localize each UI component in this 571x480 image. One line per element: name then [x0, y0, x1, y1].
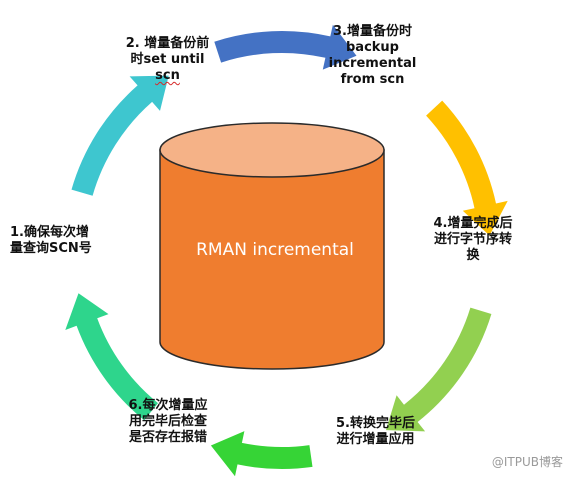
arrow-6-to-1 — [65, 293, 158, 421]
cylinder-top — [159, 122, 385, 178]
step-5-label: 5.转换完毕后 进行增量应用 — [318, 416, 433, 448]
step-4-line-3: 换 — [466, 248, 480, 263]
step-6-line-3: 是否存在报错 — [128, 430, 207, 445]
step-3-label: 3.增量备份时 backup incremental from scn — [320, 24, 425, 88]
step-2-line-2: 时set until — [130, 52, 205, 67]
step-2-label: 2. 增量备份前 时set until scn — [115, 36, 220, 84]
cylinder-label: RMAN incremental — [196, 240, 354, 260]
arrow-3-to-4 — [426, 100, 508, 236]
arrow-2-to-3 — [214, 24, 357, 70]
step-5-line-1: 5.转换完毕后 — [336, 416, 415, 431]
step-4-label: 4.增量完成后 进行字节序转 换 — [418, 216, 528, 264]
step-6-line-2: 用完毕后检查 — [128, 414, 207, 429]
step-4-line-2: 进行字节序转 — [433, 232, 512, 247]
step-1-line-2: 量查询SCN号 — [10, 241, 92, 256]
step-6-label: 6.每次增量应 用完毕后检查 是否存在报错 — [108, 398, 228, 446]
cylinder-body — [159, 149, 385, 370]
step-1-line-1: 1.确保每次增 — [10, 225, 89, 240]
watermark: @ITPUB博客 — [491, 455, 563, 469]
step-1-label: 1.确保每次增 量查询SCN号 — [10, 225, 105, 257]
step-4-line-1: 4.增量完成后 — [433, 216, 513, 231]
step-5-line-2: 进行增量应用 — [336, 432, 415, 447]
step-3-line-3: incremental — [328, 56, 417, 71]
arrow-5-to-6 — [210, 431, 313, 477]
step-3-line-2: backup — [346, 40, 399, 55]
step-2-scn: scn — [155, 68, 180, 83]
step-2-line-1: 2. 增量备份前 — [125, 36, 210, 51]
step-6-line-1: 6.每次增量应 — [128, 398, 208, 413]
step-2-line-3: scn — [115, 68, 220, 84]
step-3-line-1: 3.增量备份时 — [333, 24, 412, 39]
arrow-4-to-5 — [386, 307, 492, 432]
arrow-1-to-2 — [71, 75, 169, 196]
step-3-line-4: from scn — [340, 72, 405, 87]
